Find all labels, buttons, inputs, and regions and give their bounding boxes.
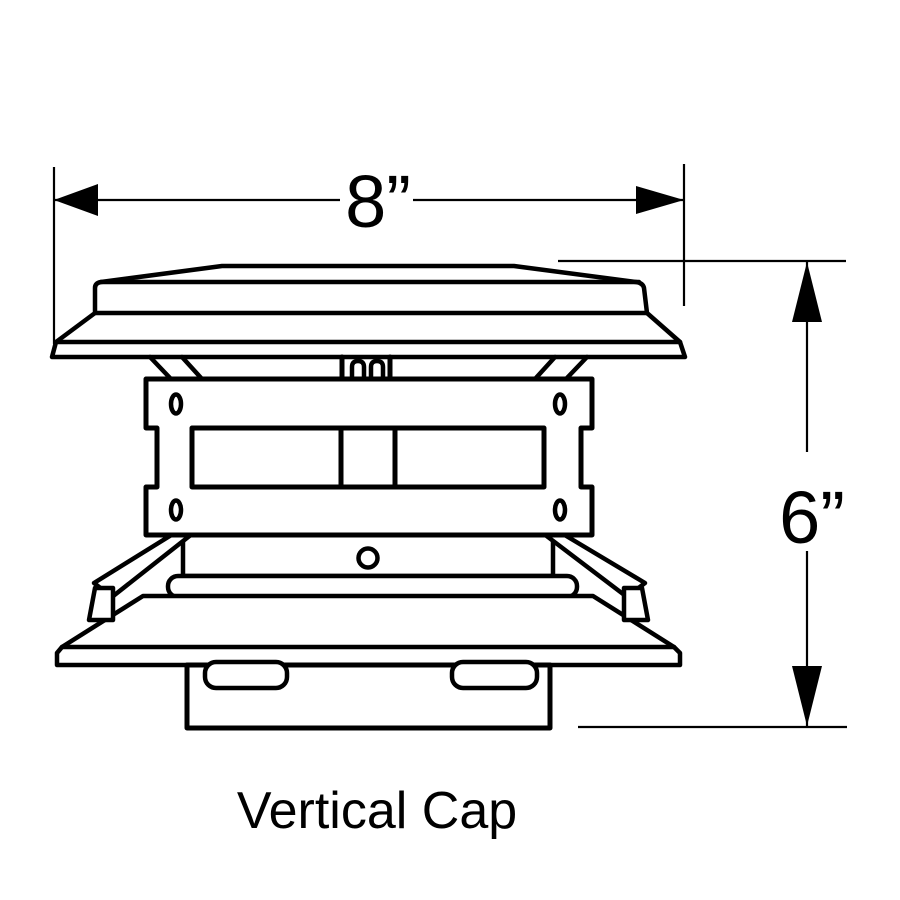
skirt-silhouette (54, 593, 683, 668)
rivet-top-right (552, 392, 568, 416)
collar-slot-left (202, 659, 290, 691)
louver-window (189, 425, 547, 490)
rivet-top-left (168, 392, 184, 416)
height-dimension-label: 6” (779, 476, 845, 559)
arrow-left-icon (54, 184, 98, 216)
rivet-bottom-left (168, 498, 184, 522)
collar-slot-right (449, 659, 540, 691)
brace-left-inner (179, 354, 205, 382)
center-fastener-detail (339, 354, 393, 382)
pipe-collar (184, 659, 553, 731)
dimension-height: 6” (558, 259, 847, 729)
arrow-right-icon (636, 186, 684, 214)
fastener-arch-right (368, 358, 386, 382)
foot-left (86, 585, 116, 623)
cap-lid-assembly (49, 263, 688, 360)
fastener-arch-left (349, 358, 367, 382)
diagram-caption: Vertical Cap (237, 782, 517, 840)
arrow-up-icon (792, 262, 822, 322)
brace-right-outer (563, 354, 590, 382)
width-dimension-label: 8” (345, 160, 411, 243)
leg-feet (86, 585, 651, 623)
upper-braces (147, 354, 590, 382)
foot-right (621, 585, 651, 623)
bottom-skirt (54, 593, 683, 668)
brace-right-inner (532, 354, 558, 382)
pilot-hole (356, 546, 380, 570)
rivet-bottom-right (552, 498, 568, 522)
dimension-width: 8” (52, 160, 686, 344)
arrow-down-icon (792, 666, 822, 726)
brace-left-outer (147, 354, 174, 382)
frame-assembly (143, 376, 595, 538)
